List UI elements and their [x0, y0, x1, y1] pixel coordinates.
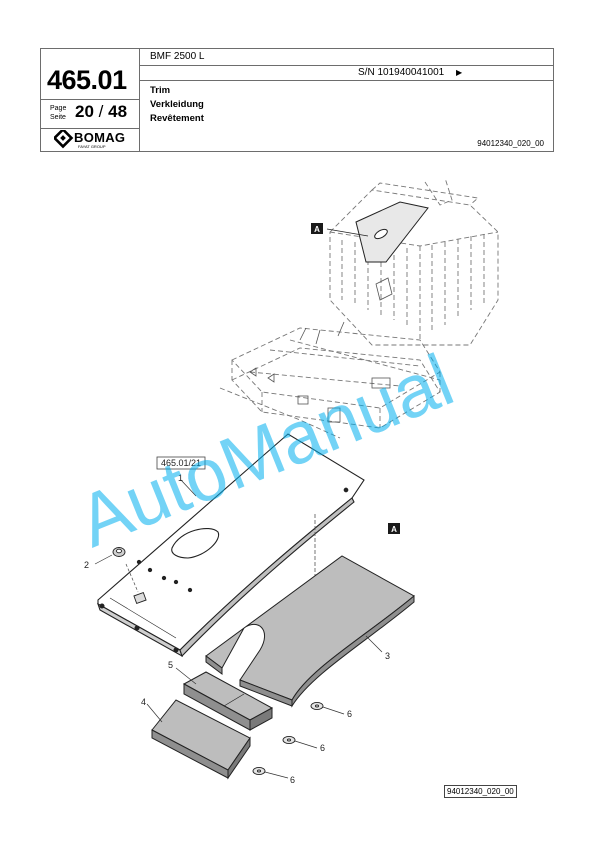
- callout-2: 2: [84, 560, 89, 570]
- callout-6c: 6: [290, 775, 295, 785]
- cover-highlight: [326, 201, 429, 263]
- page-separator: /: [98, 102, 104, 121]
- part-5-insulation: [182, 671, 274, 731]
- divider: [41, 128, 139, 129]
- part-3-insulation: [205, 555, 415, 708]
- callout-5: 5: [168, 660, 173, 670]
- part-2-grommet: [112, 547, 126, 557]
- divider: [41, 99, 139, 100]
- footer-document-reference: 94012340_020_00: [444, 785, 517, 798]
- leader-lines: [94, 479, 383, 779]
- machine-overview-solid: [249, 277, 393, 423]
- page-label-en: Page: [50, 105, 67, 112]
- divider: [139, 49, 140, 152]
- ref-box: [156, 456, 206, 470]
- ref-box-text: 465.01/21: [161, 458, 201, 468]
- view-label-a-detail: [388, 523, 400, 534]
- part-6-washers: [252, 701, 324, 776]
- brand-name: BOMAG: [74, 130, 126, 145]
- page-label: Page Seite: [50, 104, 66, 122]
- view-label-a-text: A: [314, 225, 320, 234]
- part-4-insulation: [151, 699, 251, 780]
- serial-number: S/N 101940041001 ▶: [358, 67, 462, 78]
- callout-6b: 6: [320, 743, 325, 753]
- page-current: 20: [75, 102, 94, 121]
- callout-3: 3: [385, 651, 390, 661]
- title-fr: Revêtement: [150, 113, 204, 124]
- machine-overview: [219, 177, 499, 439]
- brand-subtitle: FAYAT GROUP: [78, 144, 106, 149]
- section-number: 465.01: [47, 65, 127, 95]
- page-number: 20 / 48: [75, 102, 127, 122]
- callout-4: 4: [141, 697, 146, 707]
- bomag-logo-icon: [52, 127, 74, 149]
- machine-model: BMF 2500 L: [150, 51, 205, 62]
- divider: [139, 80, 554, 81]
- part-1-cover: [97, 433, 365, 658]
- watermark-text: AutoManual: [67, 338, 464, 563]
- page-total: 48: [108, 102, 128, 121]
- panel-latch: [133, 591, 147, 605]
- title-en: Trim: [150, 85, 171, 96]
- divider: [139, 65, 554, 66]
- view-label-a-detail-text: A: [391, 525, 397, 534]
- page-label-de: Seite: [50, 114, 66, 121]
- callout-1: 1: [178, 473, 183, 483]
- title-de: Verkleidung: [150, 99, 204, 110]
- callout-6a: 6: [347, 709, 352, 719]
- view-label-a: [311, 223, 323, 234]
- title-block: BMF 2500 L S/N 101940041001 ▶ 465.01 Pag…: [40, 48, 554, 152]
- brand-logo: BOMAG FAYAT GROUP: [52, 127, 134, 150]
- document-reference: 94012340_020_00: [477, 139, 544, 148]
- arrow-right-icon: ▶: [455, 68, 463, 77]
- serial-text: S/N 101940041001: [358, 67, 445, 78]
